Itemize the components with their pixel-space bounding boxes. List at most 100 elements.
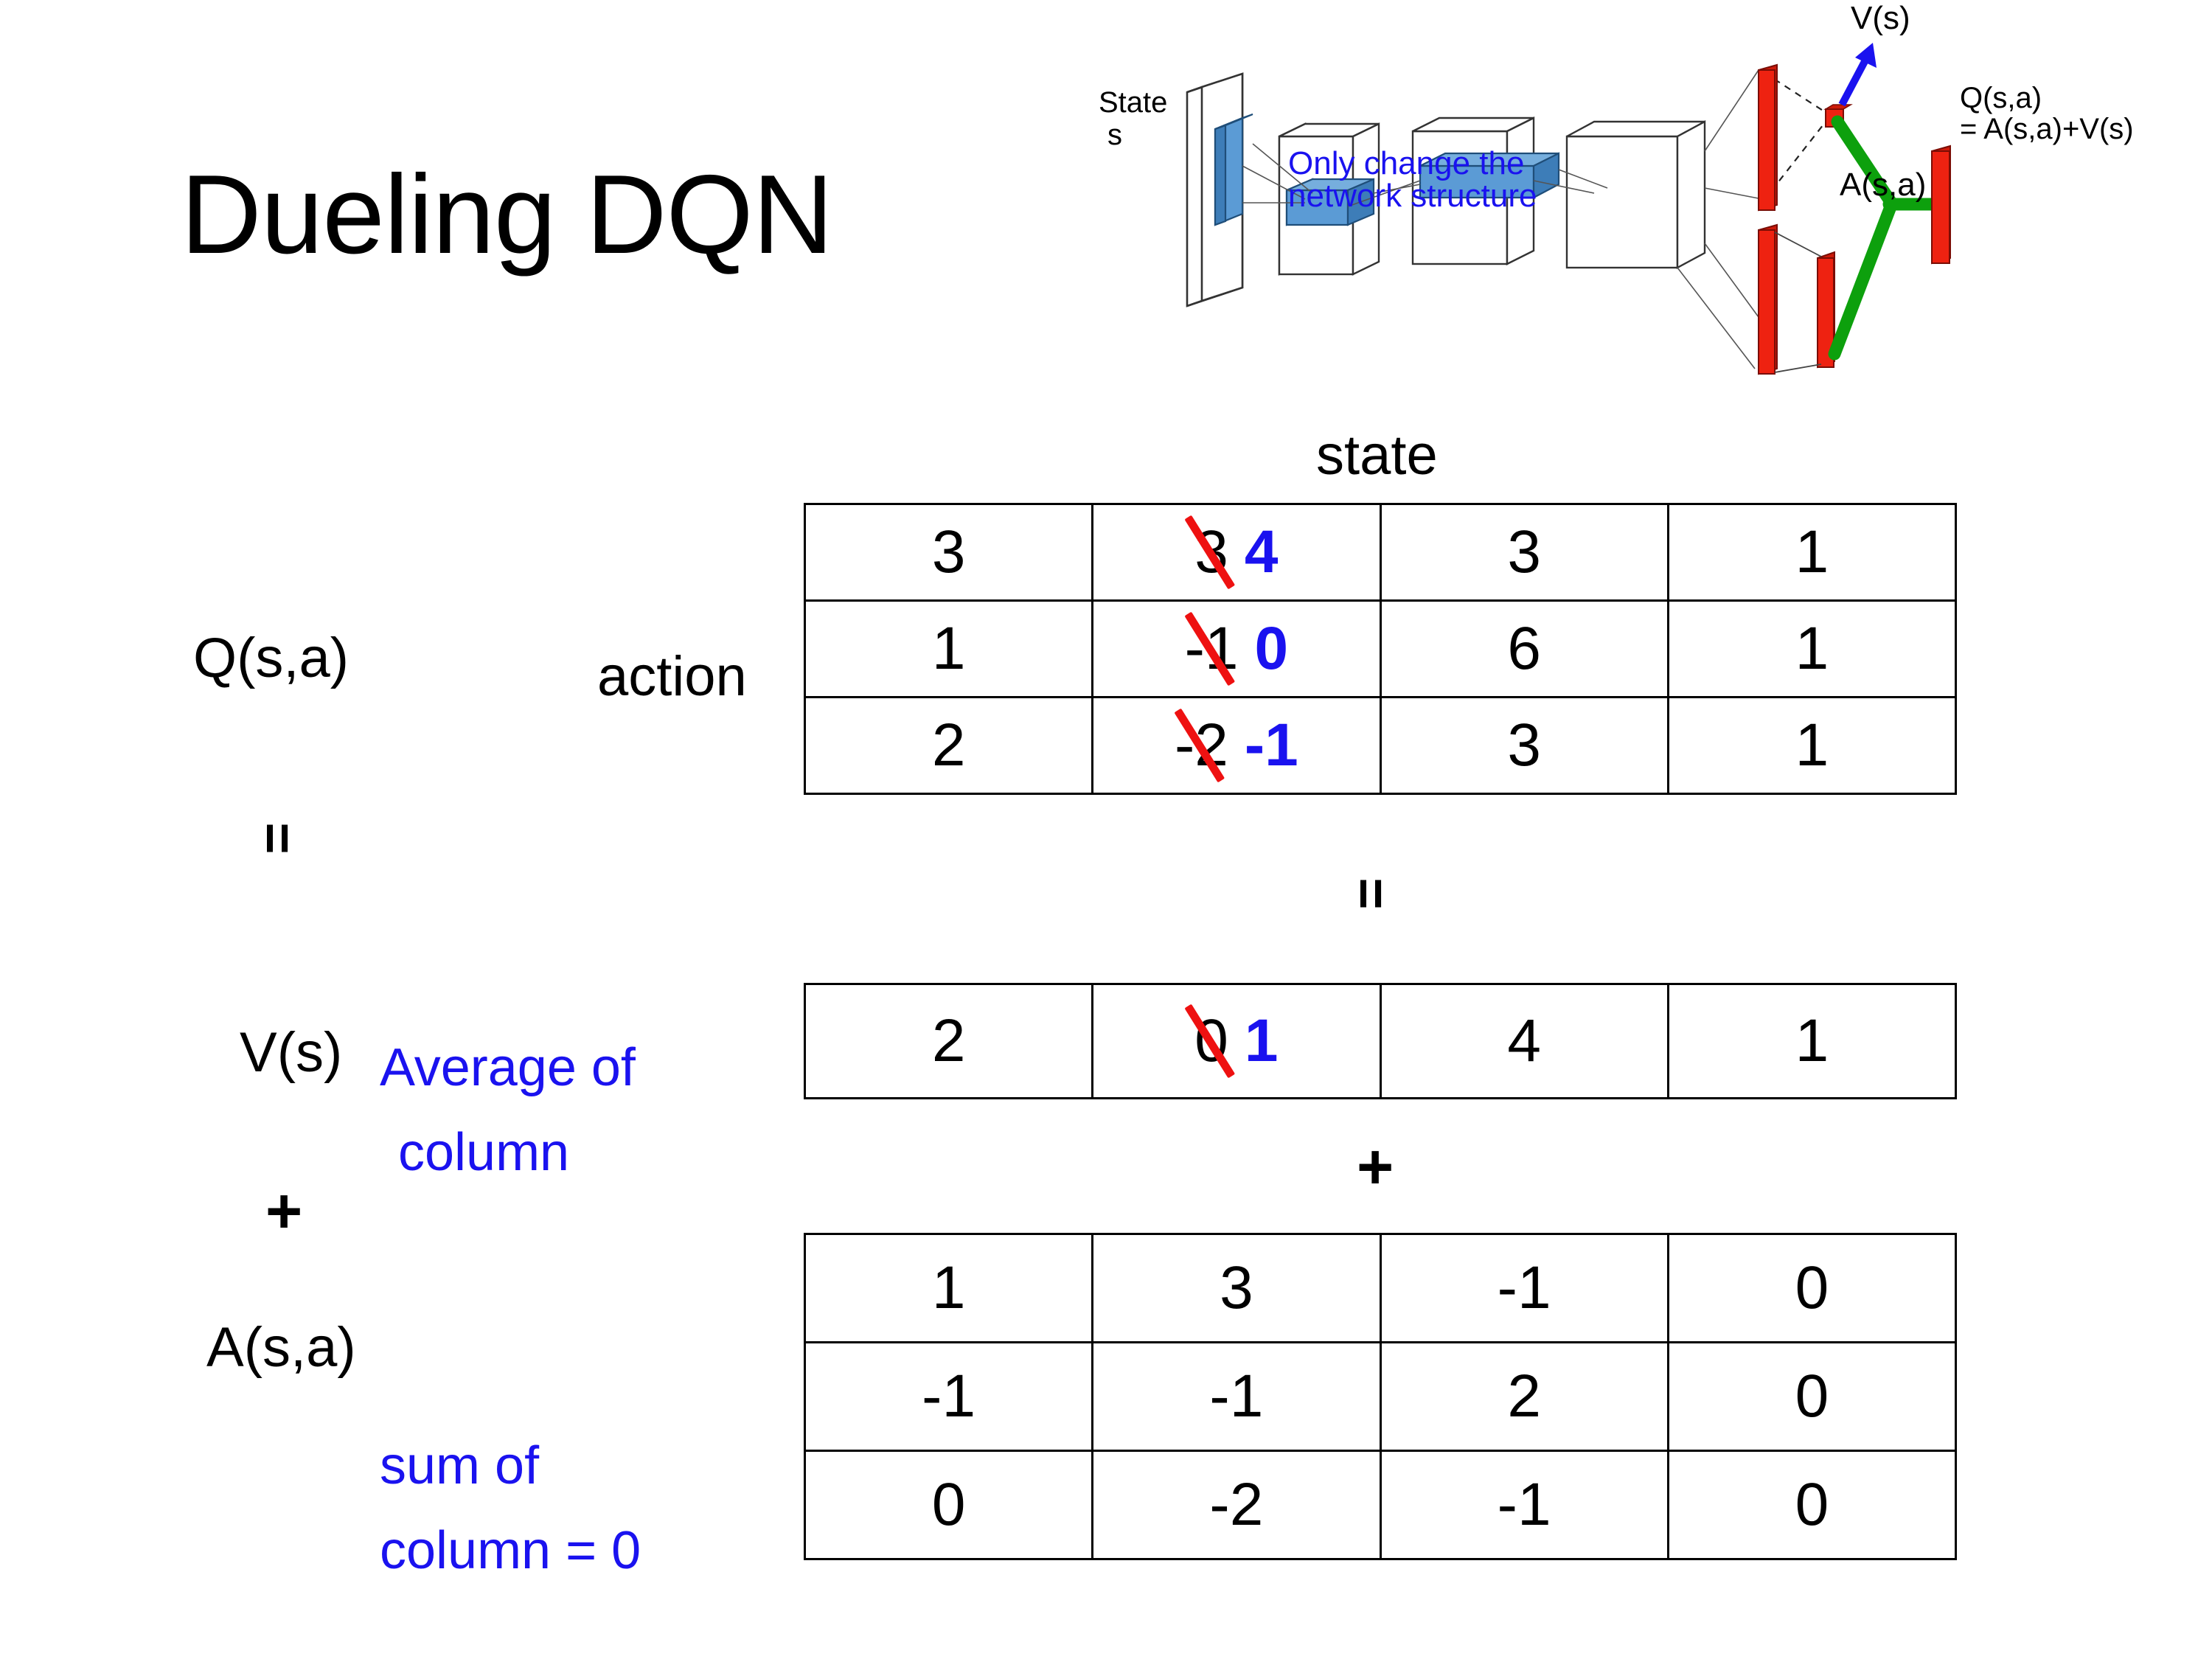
table-row: 2 -2 -1 3 1 [803, 696, 1958, 795]
state-axis-label: state [1316, 424, 1438, 487]
average-note-line2: column [398, 1123, 570, 1182]
v-cell-value: 1 [1795, 1007, 1829, 1074]
old-value-text: -2 [1174, 712, 1228, 779]
a-cell-value: 0 [1795, 1254, 1829, 1321]
v-function-label: V(s) [240, 1021, 343, 1084]
a-cell[interactable]: 0 [803, 1450, 1094, 1560]
q-cell-value: 3 [1507, 712, 1541, 779]
a-cell-value: 0 [1795, 1363, 1829, 1430]
q-value-table: 3 3 4 3 1 1 [803, 503, 1958, 795]
a-cell[interactable]: -1 [1091, 1341, 1382, 1452]
table-row: 1 -1 0 6 1 [803, 599, 1958, 698]
diagram-q-label-line2: = A(s,a)+V(s) [1960, 113, 2134, 145]
old-value: -1 [1184, 611, 1239, 686]
q-cell[interactable]: 2 [803, 696, 1094, 795]
diagram-q-label-line1: Q(s,a) [1960, 82, 2042, 114]
a-cell-value: -2 [1209, 1471, 1264, 1538]
q-cell-updated[interactable]: -1 0 [1091, 599, 1382, 698]
plus-sign-left: + [265, 1176, 303, 1247]
q-cell[interactable]: 1 [1666, 599, 1958, 698]
a-cell-value: 3 [1220, 1254, 1253, 1321]
equals-sign-left: = [247, 822, 309, 855]
a-cell-value: 0 [1795, 1471, 1829, 1538]
new-value: 1 [1244, 1007, 1279, 1074]
state-label-line1: State [1099, 86, 1168, 119]
v-cell[interactable]: 4 [1379, 983, 1669, 1099]
a-function-label: A(s,a) [206, 1316, 356, 1379]
plus-sign-middle: + [1357, 1132, 1394, 1203]
q-cell-value: 1 [1795, 615, 1829, 682]
q-cell-value: 6 [1507, 615, 1541, 682]
q-cell-update-group: -2 -1 [1174, 708, 1298, 783]
a-cell-value: 2 [1507, 1363, 1541, 1430]
diagram-value-label: V(s) [1851, 0, 1910, 36]
q-cell-value: 1 [1795, 518, 1829, 585]
table-row: 1 3 -1 0 [803, 1233, 1958, 1343]
v-cell-update-group: 0 1 [1184, 1004, 1279, 1079]
q-cell[interactable]: 1 [1666, 503, 1958, 602]
a-cell-value: -1 [922, 1363, 976, 1430]
a-cell[interactable]: 0 [1666, 1233, 1958, 1343]
v-cell-value: 2 [931, 1007, 966, 1074]
q-cell-update-group: -1 0 [1184, 611, 1289, 686]
q-cell-updated[interactable]: -2 -1 [1091, 696, 1382, 795]
old-value: -2 [1174, 708, 1228, 783]
q-cell-updated[interactable]: 3 4 [1091, 503, 1382, 602]
v-cell-value: 4 [1507, 1007, 1541, 1074]
a-cell[interactable]: 3 [1091, 1233, 1382, 1343]
v-cell[interactable]: 1 [1666, 983, 1958, 1099]
new-value: 4 [1244, 518, 1279, 585]
a-cell[interactable]: -1 [803, 1341, 1094, 1452]
old-value: 3 [1184, 515, 1236, 590]
q-cell[interactable]: 1 [1666, 696, 1958, 795]
old-value: 0 [1184, 1004, 1236, 1079]
q-cell[interactable]: 3 [1379, 696, 1669, 795]
table-row: 3 3 4 3 1 [803, 503, 1958, 602]
advantage-table: 1 3 -1 0 -1 -1 2 0 [803, 1233, 1958, 1560]
a-cell[interactable]: 0 [1666, 1450, 1958, 1560]
v-value-table: 2 0 1 4 1 [803, 983, 1958, 1099]
page-title: Dueling DQN [181, 152, 833, 277]
v-cell[interactable]: 2 [803, 983, 1094, 1099]
q-function-label: Q(s,a) [193, 627, 349, 689]
old-value-text: 0 [1194, 1007, 1228, 1074]
q-cell[interactable]: 1 [803, 599, 1094, 698]
a-cell[interactable]: -1 [1379, 1233, 1669, 1343]
v-cell-updated[interactable]: 0 1 [1091, 983, 1382, 1099]
dueling-network-diagram: State s Only change the network structur… [1091, 0, 2212, 413]
a-cell-value: 0 [931, 1471, 966, 1538]
table-row: -1 -1 2 0 [803, 1341, 1958, 1452]
q-cell-value: 1 [1795, 712, 1829, 779]
q-cell-update-group: 3 4 [1184, 515, 1279, 590]
a-cell-value: -1 [1497, 1254, 1551, 1321]
q-cell[interactable]: 3 [1379, 503, 1669, 602]
new-value: -1 [1244, 712, 1298, 779]
network-note-line2: network structure [1288, 178, 1537, 214]
sum-note-line2: column = 0 [380, 1521, 641, 1580]
q-cell[interactable]: 6 [1379, 599, 1669, 698]
q-cell-value: 2 [931, 712, 966, 779]
new-value: 0 [1254, 615, 1289, 682]
a-cell-value: -1 [1497, 1471, 1551, 1538]
old-value-text: -1 [1184, 615, 1239, 682]
a-cell-value: 1 [931, 1254, 966, 1321]
a-cell[interactable]: -2 [1091, 1450, 1382, 1560]
diagram-advantage-label: A(s,a) [1840, 167, 1927, 203]
average-note-line1: Average of [380, 1038, 636, 1097]
q-cell[interactable]: 3 [803, 503, 1094, 602]
a-cell[interactable]: 0 [1666, 1341, 1958, 1452]
state-label-line2: s [1107, 119, 1122, 151]
table-row: 2 0 1 4 1 [803, 983, 1958, 1099]
sum-note-line1: sum of [380, 1436, 540, 1495]
old-value-text: 3 [1194, 518, 1228, 585]
a-cell[interactable]: -1 [1379, 1450, 1669, 1560]
a-cell[interactable]: 1 [803, 1233, 1094, 1343]
a-cell-value: -1 [1209, 1363, 1264, 1430]
network-architecture-svg [1186, 43, 1951, 375]
q-cell-value: 3 [1507, 518, 1541, 585]
equals-sign-middle: = [1340, 877, 1402, 910]
q-cell-value: 3 [931, 518, 966, 585]
network-note-line1: Only change the [1288, 145, 1525, 181]
a-cell[interactable]: 2 [1379, 1341, 1669, 1452]
